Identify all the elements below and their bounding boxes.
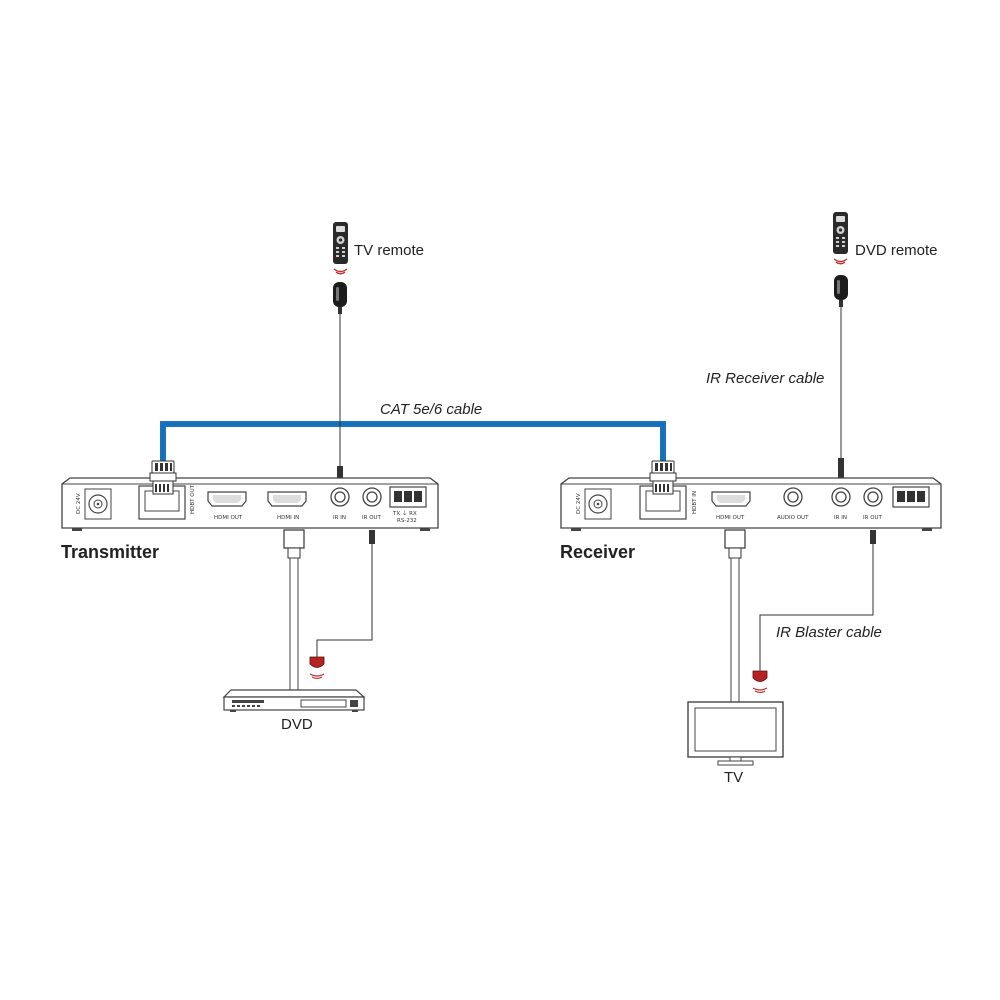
tx-hdmi-cable — [283, 529, 305, 691]
tx-rs232-label: RS-232 — [397, 518, 417, 524]
tv-label: TV — [724, 769, 743, 786]
rx-ir-in-plug-icon — [838, 458, 844, 480]
ir-receiver-eye-rx-icon — [834, 275, 848, 307]
rx-ir-blaster-cable — [759, 530, 876, 671]
rx-rs232-terminal-icon — [892, 486, 930, 508]
rx-dc-label: DC 24V — [576, 493, 582, 514]
tx-ir-in-jack-icon — [330, 487, 350, 507]
receiver-label: Receiver — [560, 542, 635, 562]
tx-dc-label: DC 24V — [76, 493, 82, 514]
rx-ir-out-jack-icon — [863, 487, 883, 507]
transmitter-unit: DC 24V HDBT OUT HDMI OUT HDMI — [61, 460, 439, 531]
tv-icon — [687, 701, 784, 766]
tx-rs232-terminal-icon — [389, 486, 427, 508]
tx-ir-out-label: IR OUT — [362, 515, 382, 521]
rx-hdbt-label: HDBT IN — [692, 491, 698, 514]
dvd-label: DVD — [281, 716, 313, 733]
receiver-unit: DC 24V HDBT IN HDMI OUT — [560, 460, 942, 531]
tx-ir-blaster-cable — [316, 530, 375, 657]
tx-ir-in-label: IR IN — [333, 515, 346, 521]
rx-dc-port-icon — [584, 488, 612, 520]
tx-ir-emitter-icon — [309, 656, 325, 680]
tx-hdmi-out-label: HDMI OUT — [214, 515, 243, 521]
ir-blaster-cable-label: IR Blaster cable — [776, 624, 882, 641]
tx-ir-in-plug-icon — [337, 466, 343, 480]
rx-rj45-plug-icon — [649, 460, 677, 495]
rx-audio-out-label: AUDIO OUT — [777, 515, 809, 521]
tx-rs232-pins-label: TX ⏚ RX — [392, 510, 417, 517]
rx-ir-emitter-icon — [752, 670, 768, 694]
tx-dc-port-icon — [84, 488, 112, 520]
dvd-remote-icon — [833, 212, 848, 265]
cat-cable-label: CAT 5e/6 cable — [380, 401, 482, 418]
cat-cable — [160, 421, 666, 462]
rx-ir-out-label: IR OUT — [863, 515, 883, 521]
tx-hdbt-label: HDBT OUT — [190, 484, 196, 514]
rx-ir-in-label: IR IN — [834, 515, 847, 521]
transmitter-label: Transmitter — [61, 542, 159, 562]
tx-ir-out-jack-icon — [362, 487, 382, 507]
ir-receiver-cable-label: IR Receiver cable — [706, 370, 824, 387]
tv-remote-label: TV remote — [354, 242, 424, 259]
tx-hdmi-in-label: HDMI IN — [277, 515, 299, 521]
dvd-remote-label: DVD remote — [855, 242, 938, 259]
tx-rj45-plug-icon — [149, 460, 177, 495]
dvd-player-icon — [222, 689, 366, 712]
rx-hdmi-cable — [724, 529, 746, 703]
ir-receiver-eye-tx-icon — [333, 282, 347, 314]
rx-ir-in-jack-icon — [831, 487, 851, 507]
tv-remote-icon — [333, 222, 348, 275]
rx-hdmi-out-label: HDMI OUT — [716, 515, 745, 521]
rx-audio-out-jack-icon — [783, 487, 803, 507]
